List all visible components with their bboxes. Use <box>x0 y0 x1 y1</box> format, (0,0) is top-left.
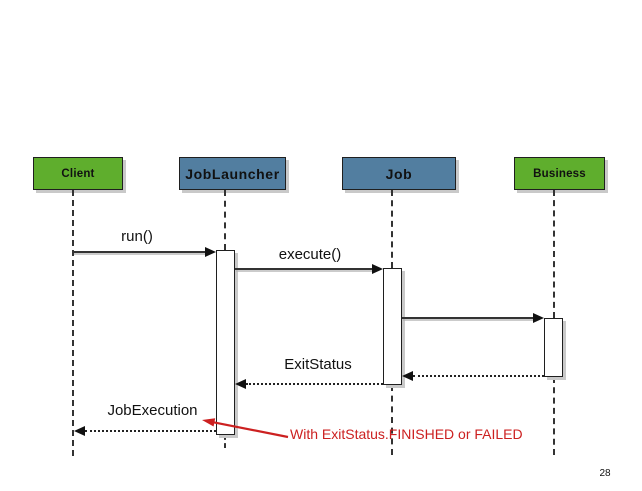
message-business-return-line <box>413 375 544 377</box>
actor-box-job: Job <box>342 157 456 190</box>
arrowhead-business-return-icon <box>402 371 413 381</box>
lifeline-job-bottom <box>391 385 393 455</box>
annotation-arrow-icon <box>202 418 289 439</box>
message-run-line <box>73 251 205 253</box>
lifeline-business-top <box>553 190 555 318</box>
activation-bar-joblauncher <box>216 250 235 435</box>
message-jobexecution-line <box>85 430 216 432</box>
actor-label-joblauncher: JobLauncher <box>185 165 280 182</box>
actor-box-joblauncher: JobLauncher <box>179 157 286 190</box>
arrowhead-execute-icon <box>372 264 383 274</box>
arrowhead-run-icon <box>205 247 216 257</box>
lifeline-job-top <box>391 190 393 268</box>
activation-bar-business <box>544 318 563 377</box>
message-jobexecution-label: JobExecution <box>107 402 198 419</box>
message-run-label: run() <box>121 228 153 245</box>
activation-bar-job <box>383 268 402 385</box>
arrowhead-exitstatus-icon <box>235 379 246 389</box>
message-exitstatus-label: ExitStatus <box>284 356 352 373</box>
message-exitstatus-line <box>246 383 383 385</box>
message-execute-label: execute() <box>278 246 342 263</box>
arrowhead-job-to-business-icon <box>533 313 544 323</box>
message-execute-line <box>235 268 372 270</box>
page-number: 28 <box>599 468 611 479</box>
arrowhead-jobexecution-icon <box>74 426 85 436</box>
annotation-text: With ExitStatus.FINISHED or FAILED <box>290 426 523 442</box>
lifeline-joblauncher-top <box>224 190 226 250</box>
actor-label-business: Business <box>533 167 586 180</box>
actor-label-job: Job <box>385 165 413 182</box>
lifeline-client <box>72 190 74 456</box>
lifeline-business-bottom <box>553 377 555 455</box>
lifeline-joblauncher-bottom <box>224 435 226 448</box>
actor-label-client: Client <box>61 167 95 180</box>
actor-box-business: Business <box>514 157 605 190</box>
actor-box-client: Client <box>33 157 123 190</box>
message-job-to-business-line <box>402 317 533 319</box>
